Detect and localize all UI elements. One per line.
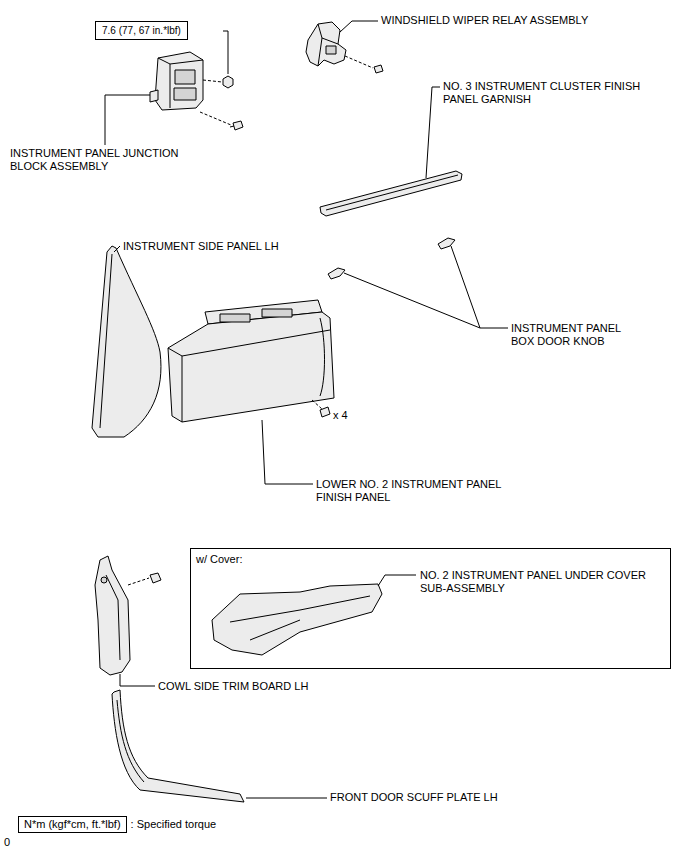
variant-box: w/ Cover: NO. 2 INSTRUMENT PANEL UNDER CO… xyxy=(190,548,671,669)
part-label: INSTRUMENT PANEL BOX DOOR KNOB xyxy=(511,322,641,348)
part-label: FRONT DOOR SCUFF PLATE LH xyxy=(330,791,498,804)
part-label: NO. 3 INSTRUMENT CLUSTER FINISH PANEL GA… xyxy=(443,80,643,106)
part-label: COWL SIDE TRIM BOARD LH xyxy=(158,680,308,693)
variant-heading: w/ Cover: xyxy=(196,553,242,566)
torque-value: 7.6 (77, 67 in.*lbf) xyxy=(102,25,181,36)
figure-id: 0 xyxy=(4,836,10,849)
part-label: NO. 2 INSTRUMENT PANEL UNDER COVER SUB-A… xyxy=(420,569,660,595)
part-label: LOWER NO. 2 INSTRUMENT PANEL FINISH PANE… xyxy=(316,478,531,504)
part-label: INSTRUMENT SIDE PANEL LH xyxy=(123,240,279,253)
part-label: WINDSHIELD WIPER RELAY ASSEMBLY xyxy=(381,14,588,27)
unit-description: : Specified torque xyxy=(131,818,217,830)
torque-box: 7.6 (77, 67 in.*lbf) xyxy=(95,21,188,40)
part-label: INSTRUMENT PANEL JUNCTION BLOCK ASSEMBLY xyxy=(10,147,205,173)
quantity-label: x 4 xyxy=(333,409,348,422)
unit-legend: N*m (kgf*cm, ft.*lbf) : Specified torque xyxy=(18,816,216,833)
unit-box: N*m (kgf*cm, ft.*lbf) xyxy=(18,816,127,833)
